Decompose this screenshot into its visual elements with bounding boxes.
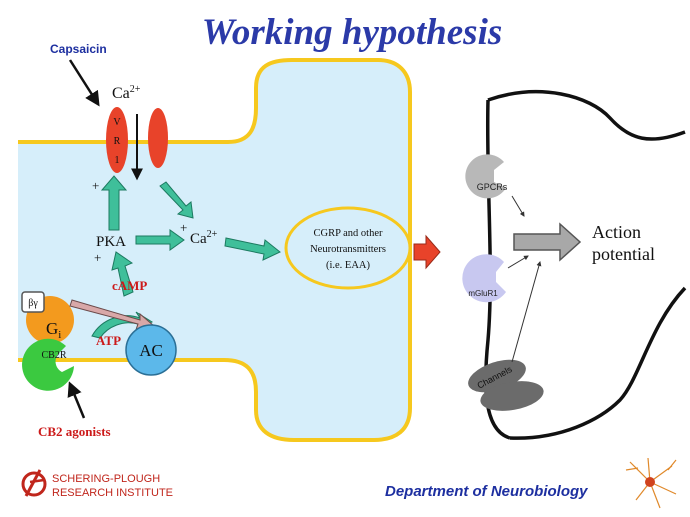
- gpcrs-signal-arrow: [511, 195, 525, 217]
- vr1-channel-right: [148, 108, 168, 168]
- pka-to-vr1-arrow: [100, 175, 128, 231]
- department-label: Department of Neurobiology: [385, 483, 588, 500]
- adenylyl-cyclase: [125, 324, 177, 376]
- beta-gamma-subunit: [21, 291, 45, 313]
- capsaicin-label: Capsaicin: [50, 42, 107, 56]
- camp-label: cAMP: [112, 278, 147, 293]
- plus-sign-vr1: +: [92, 178, 99, 193]
- schering-plough-logo: [21, 469, 47, 497]
- vr1-letter-1: 1: [115, 155, 120, 166]
- ac-label: AC: [139, 341, 163, 360]
- release-arrow: [413, 234, 441, 270]
- channel-lower: [480, 381, 544, 411]
- pka-label: PKA: [96, 234, 126, 250]
- capsaicin-arrow: [68, 59, 100, 107]
- pka-to-calcium-arrow: [135, 229, 185, 251]
- postsynaptic-outline: [487, 90, 686, 141]
- gi-inhibition-arrow: [69, 299, 156, 331]
- gpcrs-label: GPCRs: [477, 182, 508, 192]
- mglur1-label: mGluR1: [468, 289, 498, 298]
- calcium-top-label: Ca2+: [112, 84, 141, 102]
- cb2r-label: CB2R: [41, 350, 66, 361]
- channels-signal-arrow: [511, 261, 542, 363]
- postsynaptic-lower: [509, 286, 687, 440]
- action-potential-arrow: [513, 222, 582, 262]
- vr1-letter-v: V: [113, 117, 121, 128]
- vr1-channel-left: [106, 107, 128, 173]
- cgrp-line2: Neurotransmitters: [310, 244, 386, 255]
- beta-gamma-label: βγ: [28, 298, 38, 309]
- vr1-letter-r: R: [114, 136, 121, 147]
- mglur1-receptor: [462, 254, 506, 303]
- company-line2: RESEARCH INSTITUTE: [52, 487, 173, 499]
- calcium-mid-label: Ca2+: [190, 229, 218, 247]
- plus-sign-pka: +: [94, 250, 101, 265]
- company-line1: SCHERING-PLOUGH: [52, 473, 160, 485]
- gi-label: Gi: [46, 319, 61, 341]
- cgrp-vesicle: [284, 206, 412, 290]
- calcium-to-cgrp-arrow: [224, 237, 281, 261]
- cgrp-line1: CGRP and other: [313, 228, 383, 239]
- cb2-agonists-arrow: [67, 381, 86, 419]
- plus-sign-calcium: +: [180, 220, 187, 235]
- page-title: Working hypothesis: [202, 12, 503, 53]
- camp-to-pka-arrow: [111, 251, 134, 297]
- neuron-icon: [625, 457, 677, 509]
- gpcrs-receptor: [465, 154, 506, 199]
- channel-to-calcium-arrow: [159, 181, 194, 219]
- mglur1-signal-arrow: [507, 255, 529, 269]
- action-label-line1: Action: [592, 222, 641, 242]
- cb2-agonists-label: CB2 agonists: [38, 424, 111, 439]
- atp-label: ATP: [96, 333, 121, 348]
- cb2r-receptor: [22, 338, 75, 391]
- cgrp-line3: (i.e. EAA): [326, 260, 371, 271]
- action-label-line2: potential: [592, 244, 655, 264]
